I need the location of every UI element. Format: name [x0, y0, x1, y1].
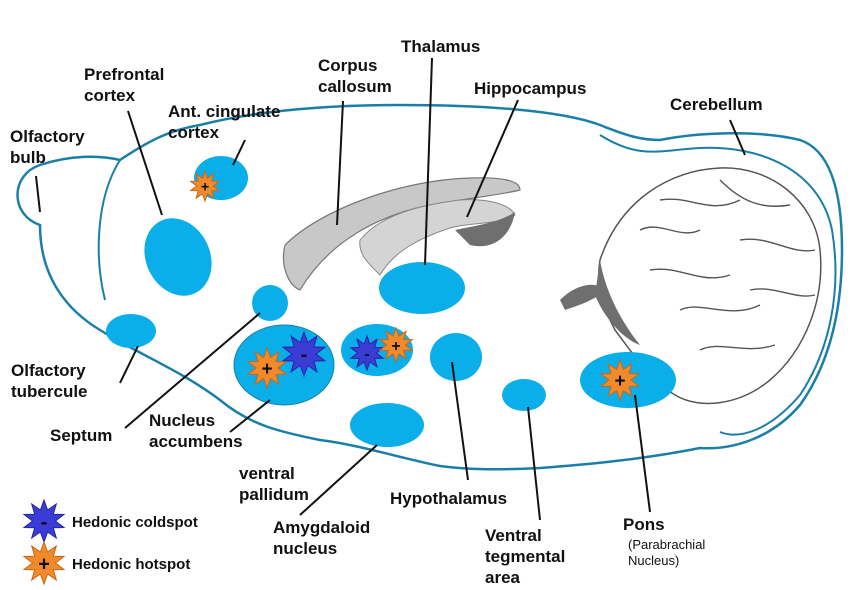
hotspot-pons-symbol: +	[614, 371, 625, 392]
coldspot-nucleus-accumbens-symbol: -	[301, 344, 308, 367]
label-thalamus: Thalamus	[401, 36, 480, 57]
leader-amygdaloid	[300, 445, 377, 515]
hotspot-nucleus-accumbens-symbol: +	[261, 359, 272, 380]
label-hippocampus: Hippocampus	[474, 78, 586, 99]
legend-coldspot-icon-symbol: -	[41, 511, 48, 533]
legend-coldspot-icon: -	[24, 500, 64, 542]
label-septum: Septum	[50, 425, 112, 446]
thalamus-region	[379, 262, 465, 314]
label-pons: Pons	[623, 514, 665, 535]
label-hypothalamus: Hypothalamus	[390, 488, 507, 509]
legend-hotspot-icon: +	[24, 542, 64, 584]
legend-hotspot-icon-symbol: +	[38, 553, 50, 575]
leader-olfactory-tubercule	[120, 346, 138, 383]
legend-coldspot-text: Hedonic coldspot	[72, 514, 198, 531]
hypothalamus-region	[430, 333, 482, 381]
label-cerebellum: Cerebellum	[670, 94, 763, 115]
amygdaloid-region	[350, 403, 424, 447]
legend-markers: -+	[24, 500, 64, 584]
hotspot-ventral-pallidum-symbol: +	[391, 337, 400, 355]
olfactory-tubercule-region	[106, 314, 156, 348]
hotspot-ant-cingulate-symbol: +	[201, 179, 209, 195]
nucleus-accumbens-region	[234, 325, 334, 405]
legend-hotspot-text: Hedonic hotspot	[72, 556, 190, 573]
vta-region	[502, 379, 546, 411]
coldspot-ventral-pallidum-symbol: -	[364, 345, 369, 363]
